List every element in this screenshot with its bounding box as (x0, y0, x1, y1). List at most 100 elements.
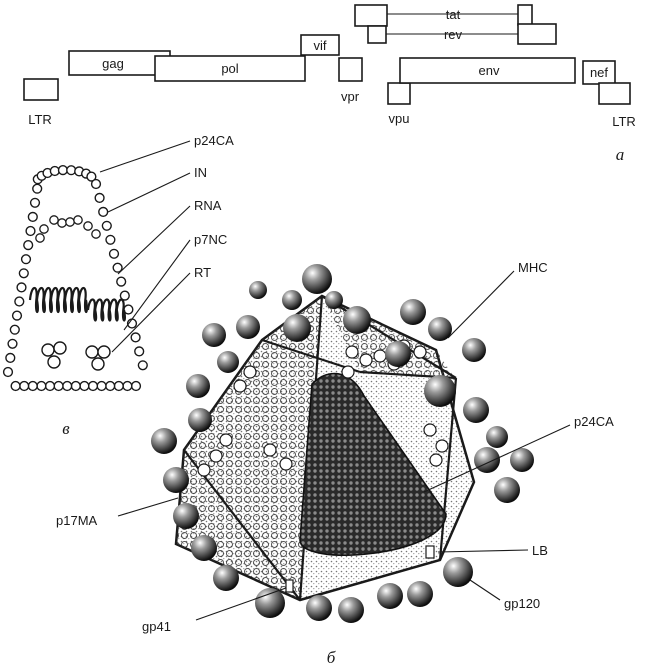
label-gp120: gp120 (504, 596, 540, 611)
capsid-labels: p24CA IN RNA p7NC RT в (62, 133, 234, 438)
gene-box-vpr (338, 57, 363, 82)
internal-ring (233, 379, 247, 393)
label-p17ma: p17MA (56, 513, 98, 528)
capsid-bead (116, 276, 127, 287)
edge (261, 338, 361, 374)
gene-box-gag (68, 50, 171, 76)
internal-ring (243, 365, 257, 379)
capsid-cross-section: p24CA IN RNA p7NC RT в (2, 133, 234, 438)
leader-p17ma (117, 497, 179, 517)
leader-p24ca-virion (423, 424, 571, 493)
internal-ring (197, 463, 211, 477)
rt-bead (91, 357, 105, 371)
gp120-knob (202, 323, 226, 347)
gene-label-gag: gag (102, 56, 124, 71)
capsid-bead (9, 324, 20, 335)
capsid-bead (130, 380, 142, 392)
gene-label-rev: rev (444, 27, 463, 42)
gene-box-tat-exon1 (354, 4, 388, 27)
capsid-bead (57, 165, 69, 176)
gp120-knob (163, 467, 189, 493)
gp120-knob (338, 597, 364, 623)
gp120-knob (424, 375, 456, 407)
integrase-bead (65, 217, 75, 227)
label-p24ca-capsid: p24CA (194, 133, 234, 148)
label-gp41: gp41 (142, 619, 171, 634)
gene-box-rev-exon2 (517, 23, 557, 45)
internal-ring (263, 443, 277, 457)
label-p7nc: p7NC (194, 232, 227, 247)
virion-face-left (176, 296, 322, 600)
gp120-knob (217, 351, 239, 373)
capsid-bead (94, 192, 105, 204)
internal-ring (219, 433, 233, 447)
virion-conical-core (299, 372, 447, 556)
rt-bead (53, 341, 67, 355)
label-rt: RT (194, 265, 211, 280)
gp120-knob (306, 595, 332, 621)
capsid-bead (2, 366, 14, 378)
label-mhc: MHC (518, 260, 548, 275)
gene-box-pol (154, 55, 306, 82)
gp120-knob (282, 290, 302, 310)
capsid-bead (96, 380, 107, 392)
internal-ring (435, 439, 449, 453)
label-lb: LB (532, 543, 548, 558)
integrase-bead (73, 215, 83, 225)
gene-label-vpu: vpu (389, 111, 410, 126)
gp120-surface-knobs (151, 264, 534, 623)
capsid-bead (23, 240, 34, 251)
label-in: IN (194, 165, 207, 180)
capsid-protein-ring (2, 165, 148, 392)
lateral-body-lb (425, 545, 435, 559)
virion-drawing: MHC p24CA p17MA LB gp120 gp41 б (56, 260, 614, 667)
capsid-bead (90, 178, 102, 190)
integrase-bead (49, 215, 59, 225)
gene-label-vpr: vpr (341, 89, 360, 104)
gp120-knob (283, 314, 311, 342)
gp120-knob (463, 397, 489, 423)
gene-label-tat: tat (446, 7, 461, 22)
integrase-bead (91, 229, 101, 239)
leader-p24ca (99, 140, 191, 173)
panel-label-a: a (616, 145, 625, 164)
leader-rt (111, 272, 191, 353)
capsid-bead (29, 197, 41, 208)
capsid-bead (98, 206, 109, 218)
gp120-knob (462, 338, 486, 362)
integrase-beads (35, 215, 101, 243)
genome-labels: gag pol vif vpr vpu env nef tat rev LTR … (28, 7, 636, 164)
gp120-knob (151, 428, 177, 454)
gene-box-vif (300, 34, 340, 56)
leader-mhc (447, 270, 515, 339)
gp120-knob (510, 448, 534, 472)
virion-labels: MHC p24CA p17MA LB gp120 gp41 б (56, 260, 614, 667)
gp120-knob (400, 299, 426, 325)
virion-leader-lines (117, 270, 571, 621)
integrase-bead (83, 221, 93, 231)
gp120-knob (385, 341, 411, 367)
genome-map (23, 4, 631, 105)
label-p24ca-virion: p24CA (574, 414, 614, 429)
capsid-bead (79, 380, 90, 392)
reverse-transcriptase-beads (41, 341, 111, 371)
capsid-bead (27, 211, 38, 223)
capsid-bead (36, 380, 47, 392)
capsid-bead (20, 254, 32, 265)
rt-bead (97, 345, 111, 359)
capsid-bead (113, 380, 124, 392)
gp120-knob (325, 291, 343, 309)
gp120-knob (428, 317, 452, 341)
panel-label-b: б (327, 648, 336, 667)
gene-box-env (399, 57, 576, 84)
gene-label-pol: pol (221, 61, 238, 76)
capsid-bead (62, 380, 73, 392)
internal-ring (429, 453, 443, 467)
gp120-knob (186, 374, 210, 398)
leader-p7nc (123, 239, 191, 331)
gp120-knob (213, 565, 239, 591)
capsid-bead (108, 248, 120, 259)
internal-ring (279, 457, 293, 471)
panel-label-v: в (62, 419, 70, 438)
capsid-bead (105, 234, 116, 245)
